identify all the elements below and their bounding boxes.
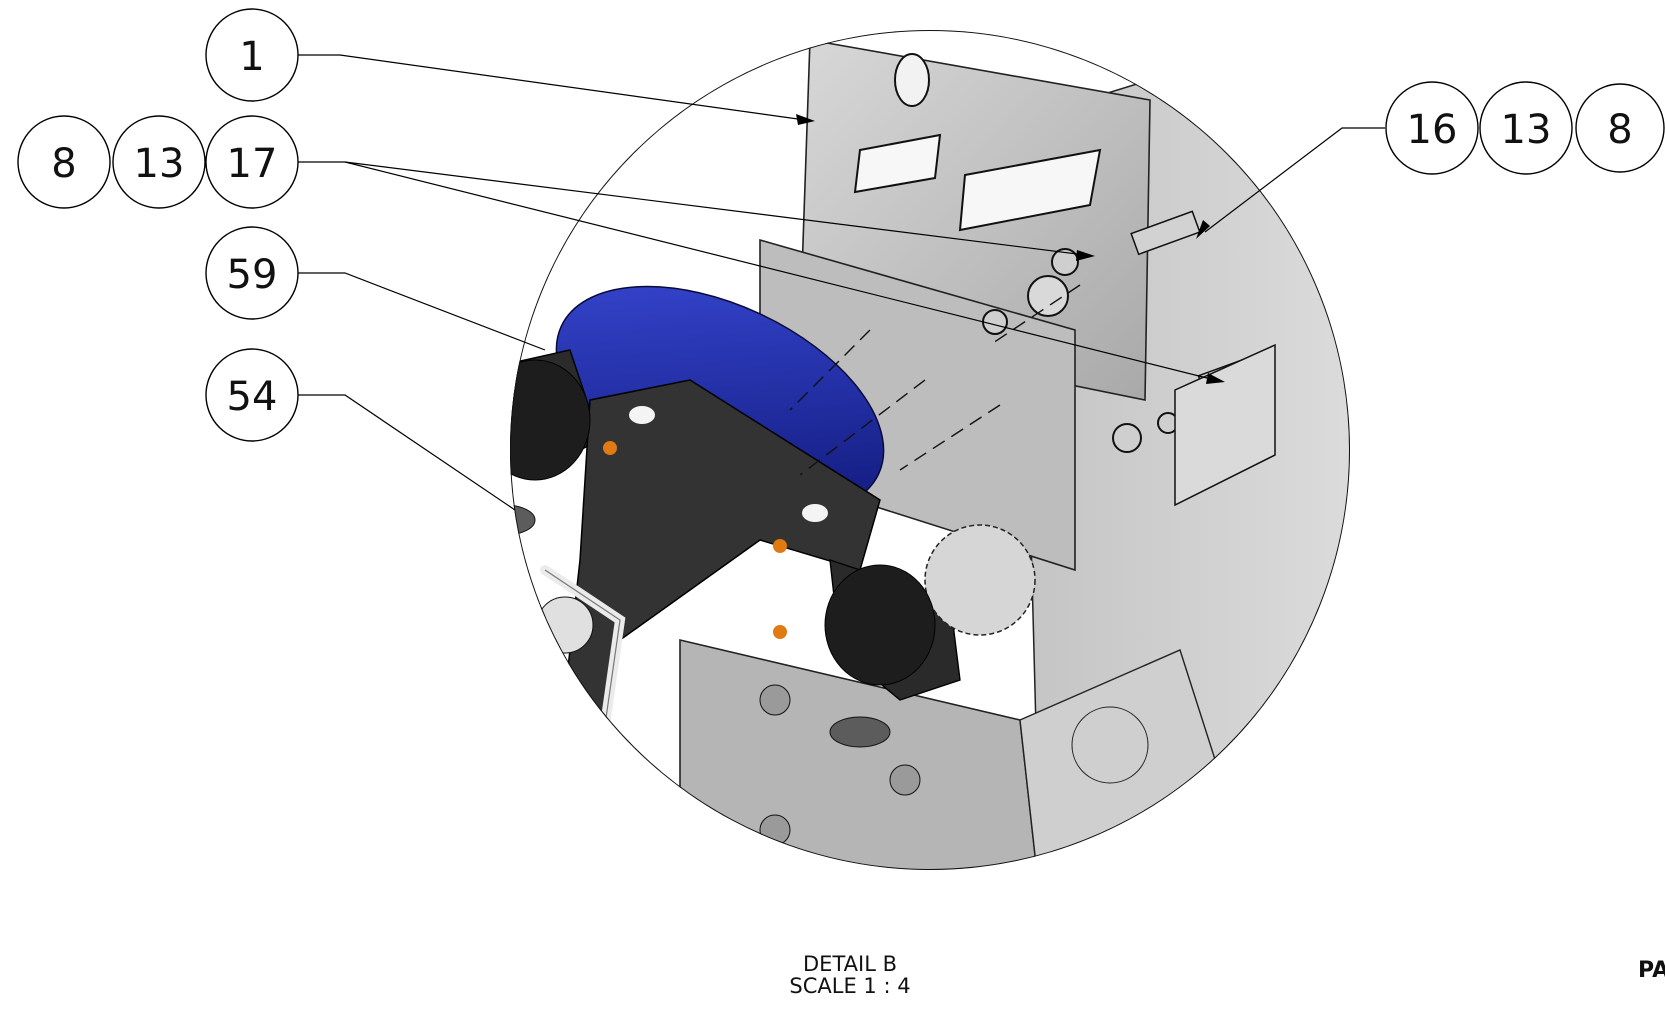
balloon-item-54: 54: [205, 348, 299, 442]
balloon-item-16: 16: [1385, 81, 1479, 175]
frame-bolt-1: [759, 684, 791, 716]
balloon-item-59: 59: [205, 226, 299, 320]
set-screw-3: [773, 625, 787, 639]
bolt-upper-right: [1130, 210, 1201, 256]
balloon-label: 1: [239, 34, 264, 80]
balloon-label: 13: [1501, 107, 1552, 153]
detail-title: DETAIL B: [803, 952, 897, 976]
adjust-knob: [536, 596, 594, 654]
balloon-label: 8: [51, 141, 76, 187]
detail-scale: SCALE 1 : 4: [789, 974, 911, 998]
frame-bolt-3: [759, 814, 791, 846]
stud-left: [510, 504, 536, 536]
roller-wheel-right: [824, 564, 936, 686]
leader-arrowheads: [796, 114, 1225, 384]
balloon-label: 54: [227, 374, 278, 420]
balloon-item-8-right: 8: [1575, 83, 1665, 173]
balloon-item-13-right: 13: [1479, 81, 1573, 175]
sheet-mark-text: PA: [1638, 958, 1665, 983]
balloon-item-13-left: 13: [112, 115, 206, 209]
frame-bolt-2: [889, 764, 921, 796]
bracket-boss-1: [629, 406, 655, 424]
balloon-label: 59: [227, 252, 278, 298]
plate-cutout-large: [958, 148, 1102, 232]
leader-lines: [298, 54, 1385, 511]
detail-circle-region: [510, 30, 1350, 915]
label-plate: [1174, 343, 1276, 507]
plate-cutout-small: [853, 133, 942, 194]
balloon-item-1: 1: [205, 8, 299, 102]
stud-right: [829, 716, 891, 748]
set-screw-2: [773, 539, 787, 553]
washer-2: [982, 309, 1008, 335]
frame-bolt-4: [895, 885, 925, 915]
hidden-lines: [789, 284, 1081, 476]
washer-3: [1112, 423, 1142, 453]
spacer-1: [1027, 275, 1069, 317]
balloon-label: 17: [227, 141, 278, 187]
washer-1: [1051, 248, 1079, 276]
set-screw-1: [603, 441, 617, 455]
bracket-boss-2: [802, 504, 828, 522]
roller-wheel-left: [510, 359, 591, 481]
balloon-item-8-left: 8: [17, 115, 111, 209]
balloon-label: 8: [1607, 107, 1632, 153]
plate-round-hole: [894, 53, 930, 107]
pivot-knob: [1071, 706, 1149, 784]
balloon-item-17: 17: [205, 115, 299, 209]
balloon-label: 13: [134, 141, 185, 187]
drive-gear: [924, 524, 1036, 636]
detail-caption: DETAIL B SCALE 1 : 4: [700, 953, 1000, 997]
balloon-label: 16: [1407, 107, 1458, 153]
